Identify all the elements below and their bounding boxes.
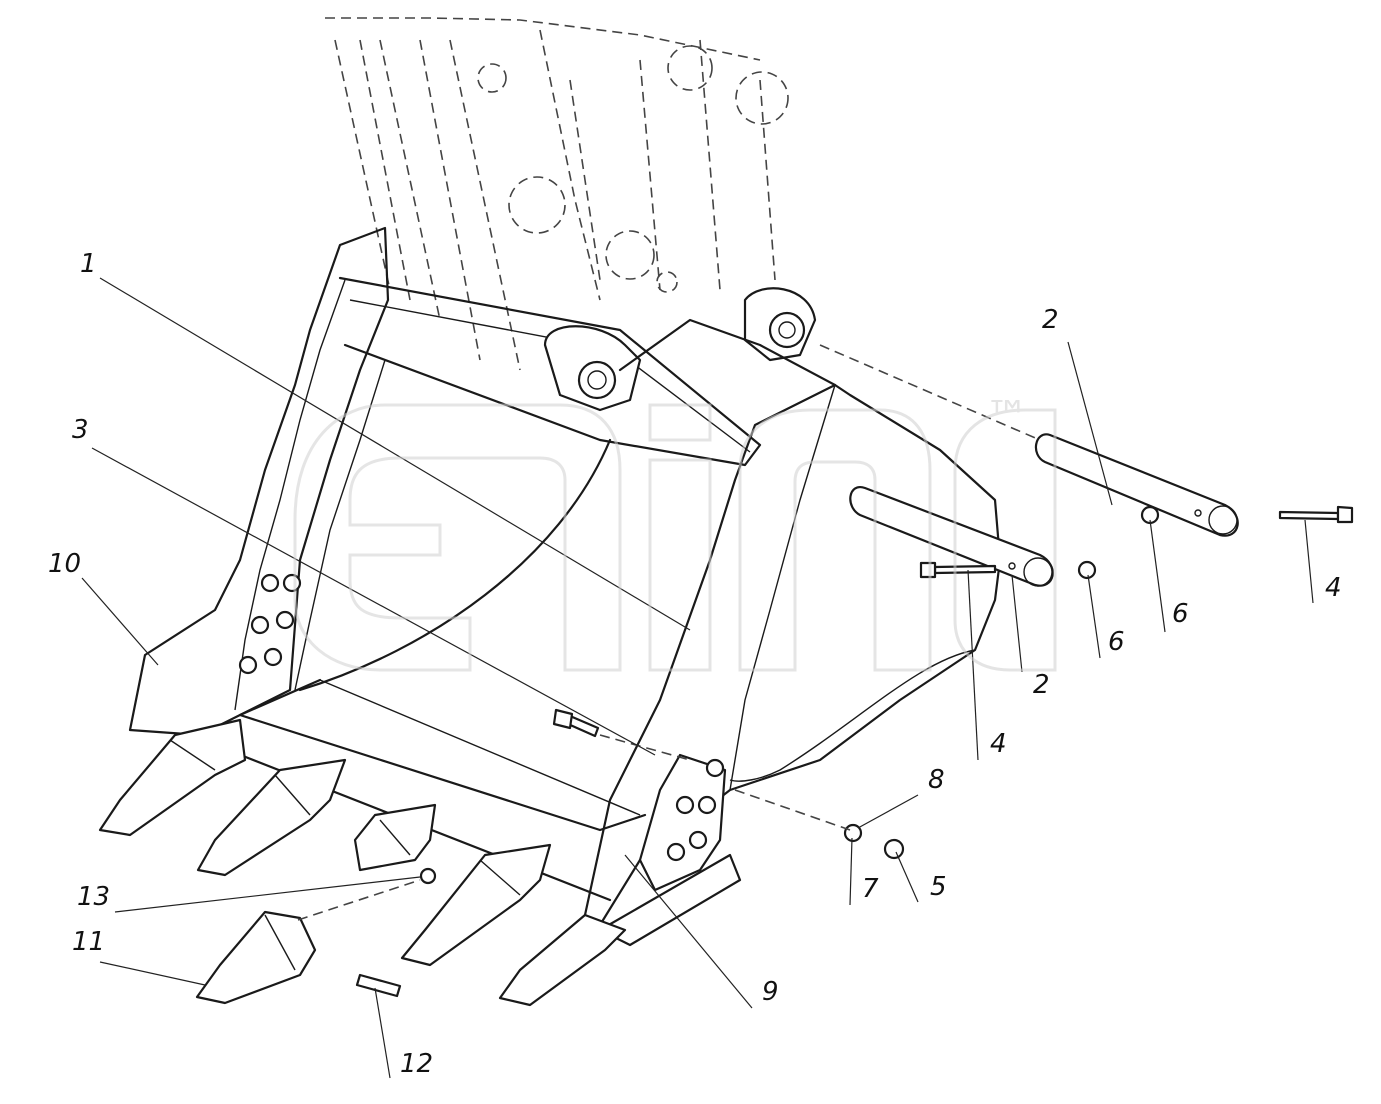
watermark-logo: ™ <box>293 392 1057 672</box>
tooth <box>498 913 627 1007</box>
callout-5: 5 <box>930 872 947 902</box>
tooth <box>400 843 552 967</box>
callout-6-right: 6 <box>1172 599 1189 629</box>
callout-7: 7 <box>862 874 879 904</box>
excavator-arm-ghost <box>325 17 789 371</box>
tooth-pin <box>355 973 402 998</box>
callout-4-right: 4 <box>1325 573 1342 603</box>
callout-labels: 1 2 2 3 4 4 5 6 6 7 8 9 10 11 12 13 <box>48 249 1342 1079</box>
callout-13: 13 <box>77 882 110 912</box>
callout-9: 9 <box>762 977 779 1007</box>
callout-2-lower: 2 <box>1033 670 1050 700</box>
teeth-set <box>98 718 627 1007</box>
fasteners <box>297 344 1354 921</box>
callout-12: 12 <box>400 1049 433 1079</box>
tooth <box>196 758 347 877</box>
callout-1: 1 <box>80 249 97 279</box>
tooth-retainer <box>419 867 437 885</box>
callout-10: 10 <box>48 549 81 579</box>
callout-4-middle: 4 <box>990 729 1007 759</box>
trademark-symbol: ™ <box>985 392 1029 443</box>
callout-6-left: 6 <box>1108 627 1125 657</box>
callout-8: 8 <box>928 765 945 795</box>
tooth <box>98 718 247 837</box>
loose-tooth <box>195 910 317 1005</box>
callout-2-upper: 2 <box>1042 305 1059 335</box>
tooth <box>353 803 437 872</box>
leader-lines <box>81 277 1314 1079</box>
callout-3: 3 <box>72 415 89 445</box>
bucket-body <box>128 226 1002 947</box>
callout-11: 11 <box>72 927 105 957</box>
